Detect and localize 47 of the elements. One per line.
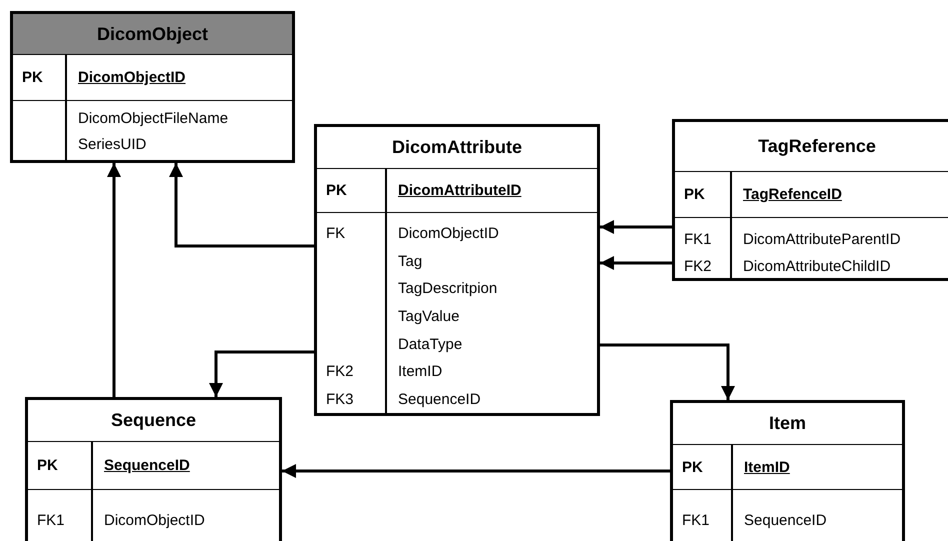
connector-arrow [209,350,314,397]
table-title: DicomObject [96,24,208,44]
primary-key-label: PK [325,182,348,199]
field-name: TagValue [397,308,460,326]
entity-table [25,397,282,541]
table-title: TagReference [758,136,876,157]
field-name: ItemID [397,363,444,380]
primary-key-label: PK [683,186,706,203]
primary-key-label: PK [21,69,44,86]
field-name: DicomObjectID [397,225,500,242]
field-name: SeriesUID [77,136,148,152]
table-title: DicomAttribute [392,137,522,158]
field-name: SequenceID [743,512,828,528]
field-name: DicomAttributeParentID [742,231,902,248]
field-name: Tag [397,252,424,270]
connector-arrow [107,163,121,397]
field-name: SequenceID [397,390,482,408]
entity-table [314,124,600,416]
foreign-key-label: FK [325,225,346,242]
connector-arrow [600,344,735,400]
foreign-key-label: FK1 [681,512,711,528]
primary-key-field: DicomAttributeID [388,182,597,199]
primary-key-field: TagRefenceID [733,186,948,203]
entity-table [670,400,905,541]
table-title: Item [768,413,806,434]
primary-key-field: ItemID [734,458,902,476]
foreign-key-label: FK2 [683,258,713,275]
primary-key-label: PK [36,457,59,474]
foreign-key-label: FK1 [36,512,66,528]
primary-key-label: PK [681,458,704,476]
field-name: DicomAttributeChildID [742,258,892,275]
primary-key-field: SequenceID [94,457,279,474]
connector-arrow [600,256,672,270]
field-name: DataType [397,336,464,353]
foreign-key-label: FK1 [683,231,713,248]
connector-arrow [600,220,672,234]
table-title: Sequence [110,410,196,431]
entity-table [672,119,948,281]
primary-key-field: DicomObjectID [68,69,292,86]
entity-table [10,11,295,163]
field-name: DicomObjectFileName [77,110,230,126]
field-name: TagDescritpion [397,280,498,298]
connector-arrow [169,163,314,248]
field-name: DicomObjectID [103,512,206,528]
foreign-key-label: FK3 [325,390,355,408]
connector-arrow [282,464,670,478]
foreign-key-label: FK2 [325,363,355,380]
